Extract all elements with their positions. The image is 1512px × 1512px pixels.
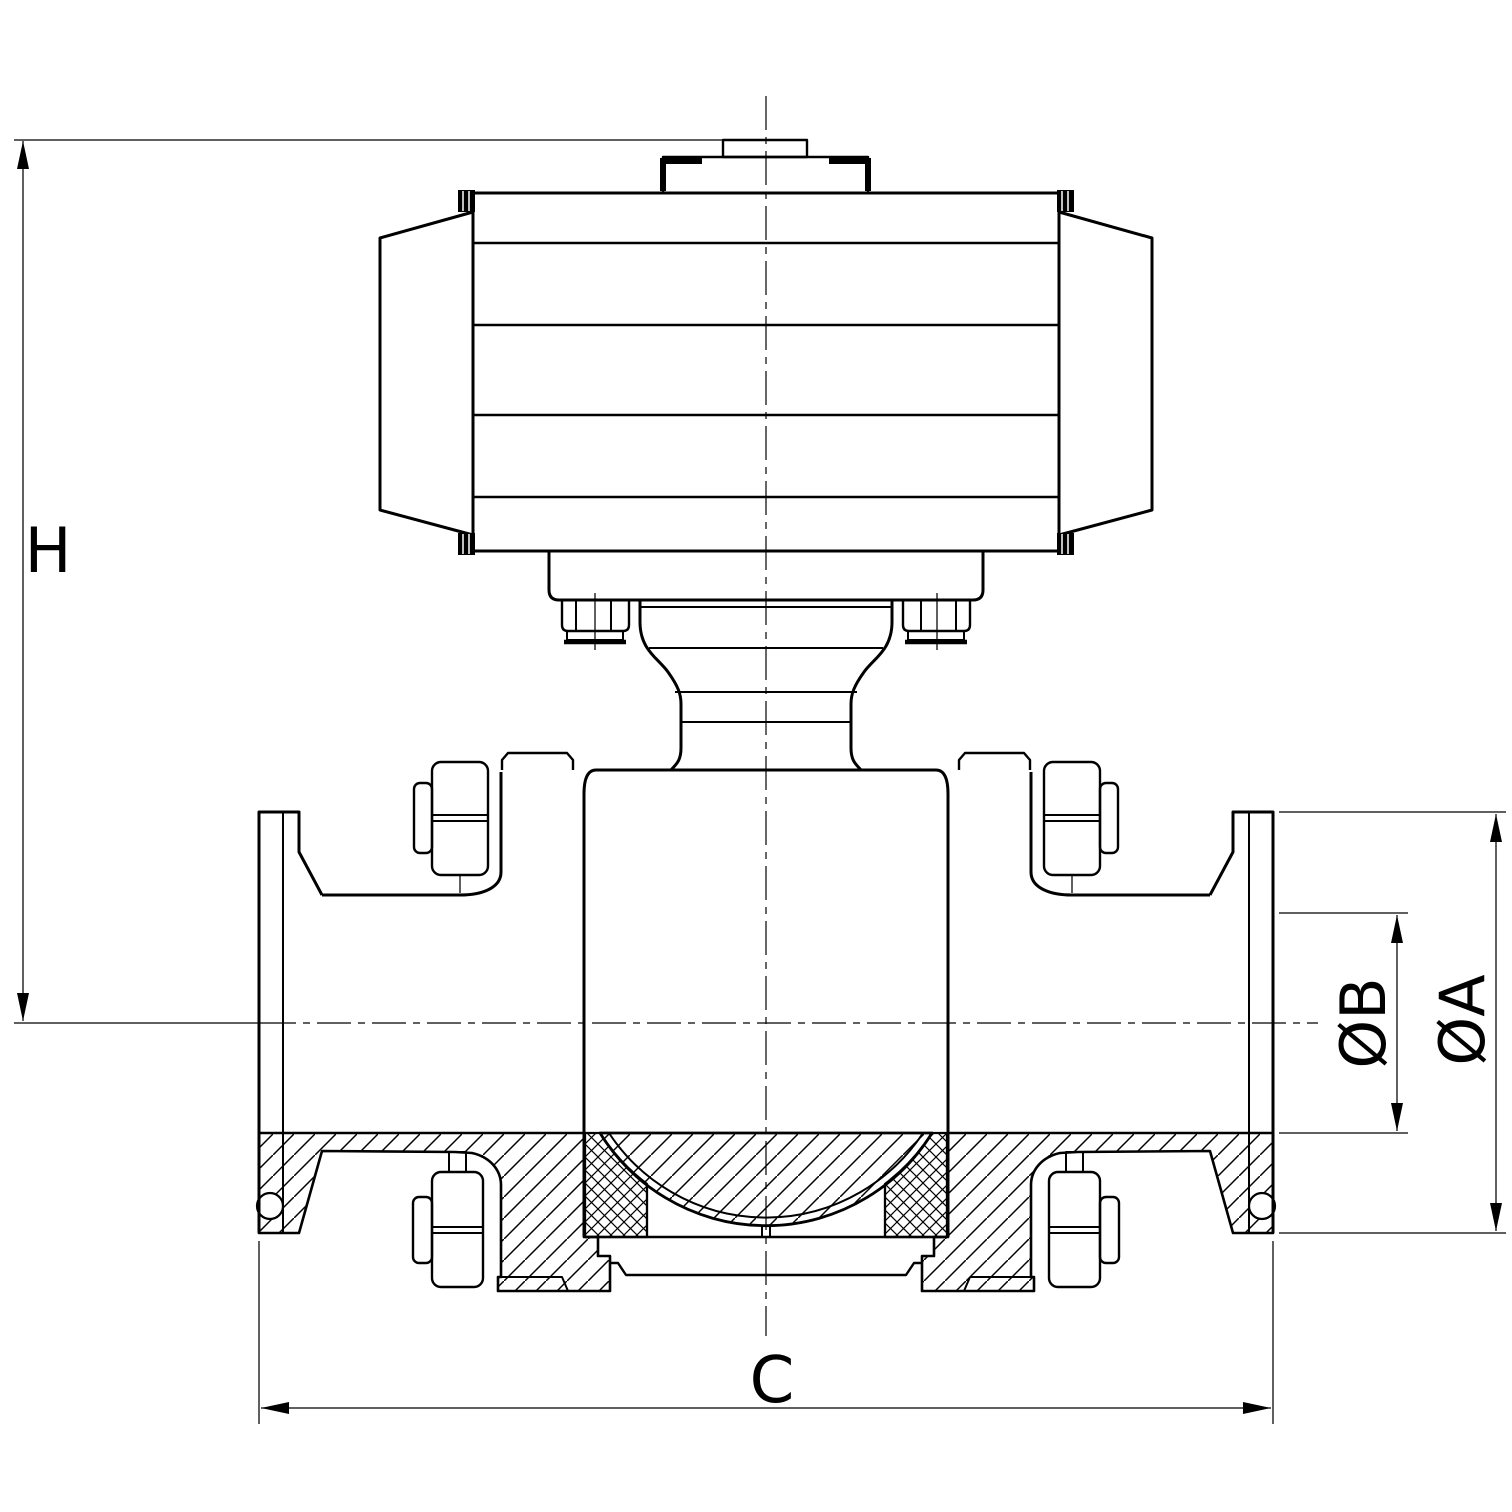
ball-inner-arc [608, 1132, 924, 1219]
yoke-step-lines [640, 606, 892, 723]
right-clamp-lug [957, 751, 1032, 770]
body-floor-contour [610, 1261, 922, 1277]
indicator-cap-clips [660, 158, 871, 191]
right-ferrule-outline [1208, 810, 1275, 1233]
actuator-left-end-cap [378, 210, 474, 537]
ob-arrow-bottom [1391, 1103, 1403, 1131]
right-flange-face-and-tube [1029, 772, 1210, 897]
right-gasket-groove [1247, 1191, 1277, 1221]
top-left-washer [412, 781, 434, 855]
c-arrow-left [261, 1402, 289, 1414]
oa-arrow-bottom [1490, 1203, 1502, 1231]
left-flange-face-and-tube [322, 772, 503, 897]
valve-body-upper [412, 751, 1120, 1237]
bottom-right-stud [1065, 1151, 1084, 1173]
ball-bottom-port-ticks [761, 1226, 771, 1237]
c-ext-lines [258, 1241, 1274, 1424]
dim-label-clamp-flange-diameter: ØA [1426, 974, 1499, 1065]
dim-label-face-to-face: C [750, 1344, 795, 1418]
indicator-stem-top [721, 138, 809, 159]
yoke-right-profile [849, 600, 894, 771]
bottom-right-washer [1098, 1195, 1121, 1265]
centerlines [262, 96, 1318, 1336]
dimensions: H C ØB ØA [14, 139, 1506, 1424]
mounting-bracket [547, 551, 985, 645]
body-top-edge [582, 768, 950, 795]
h-arrow-top [17, 141, 29, 169]
tri-clamp-ends [257, 772, 1275, 1233]
bottom-left-washer [411, 1195, 434, 1265]
top-right-washer [1098, 781, 1120, 855]
left-ferrule-outline [257, 810, 324, 1233]
actuator-corner-tabs [458, 190, 1074, 555]
actuator-body-bands [473, 241, 1059, 499]
ob-arrow-top [1391, 915, 1403, 943]
c-arrow-right [1243, 1402, 1271, 1414]
yoke [638, 600, 894, 771]
bottom-clamp-bolts [411, 1151, 1121, 1289]
left-clamp-lug [500, 751, 575, 770]
yoke-left-profile [638, 600, 683, 771]
bottom-left-stud [448, 1151, 467, 1173]
left-gasket-groove [255, 1191, 285, 1221]
valve-body-section [255, 1131, 1277, 1293]
bracket-right-nut [901, 600, 972, 645]
dim-label-tube-diameter: ØB [1327, 977, 1400, 1068]
oa-ext-lines [1279, 811, 1506, 1234]
bracket-plate [547, 551, 985, 602]
dim-label-height: H [25, 514, 72, 587]
pneumatic-actuator [378, 138, 1154, 555]
bracket-left-nut [560, 600, 631, 645]
h-arrow-bottom [17, 993, 29, 1021]
bottom-lug-lines [501, 1276, 1031, 1292]
oa-arrow-top [1490, 814, 1502, 842]
body-joint-faces [582, 794, 950, 1237]
actuator-right-end-cap [1058, 210, 1154, 537]
ob-ext-lines [1279, 912, 1408, 1134]
